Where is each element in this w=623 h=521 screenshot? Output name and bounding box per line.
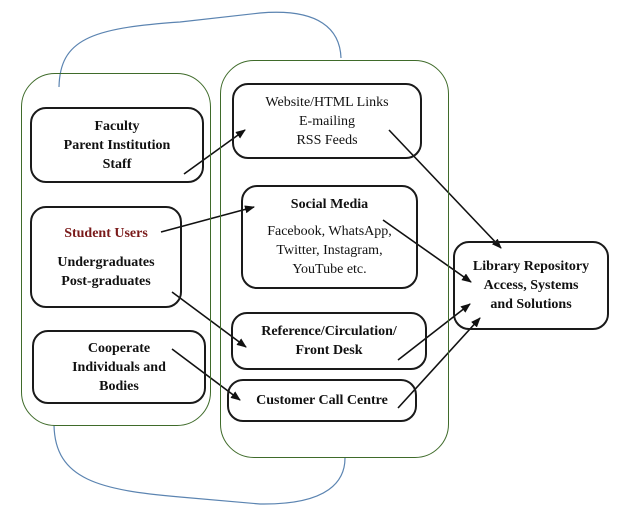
reference-desk-box: Reference/Circulation/ Front Desk <box>231 312 427 370</box>
web-channels-box: Website/HTML Links E-mailing RSS Feeds <box>232 83 422 159</box>
library-repository-line: Library Repository <box>472 259 590 274</box>
bottom-link-curve <box>53 424 346 505</box>
channels-group-container <box>220 60 449 458</box>
social-media-box: Social Media Facebook, WhatsApp, Twitter… <box>241 185 418 289</box>
faculty-box: Faculty Parent Institution Staff <box>30 107 204 183</box>
arrow-students-to-reference <box>171 291 247 348</box>
social-media-heading: Social Media <box>290 197 369 212</box>
arrow-students-to-social <box>160 205 255 233</box>
top-link-curve <box>58 11 342 88</box>
social-media-line: YouTube etc. <box>292 262 367 277</box>
social-media-line: Facebook, WhatsApp, <box>267 224 392 239</box>
reference-desk-line: Reference/Circulation/ <box>261 324 397 339</box>
faculty-line: Staff <box>102 156 132 172</box>
arrow-faculty-to-web <box>183 129 246 175</box>
student-users-line: Undergraduates <box>57 254 155 270</box>
web-channel-line: RSS Feeds <box>296 132 358 148</box>
library-repository-line: and Solutions <box>490 297 572 312</box>
reference-desk-line: Front Desk <box>295 343 363 358</box>
student-users-box: Student Users Undergraduates Post-gradua… <box>30 206 182 308</box>
users-group-container <box>21 73 211 426</box>
arrow-social-to-target <box>382 219 472 283</box>
corporate-line: Bodies <box>99 378 139 394</box>
web-channel-line: E-mailing <box>299 113 355 129</box>
corporate-line: Individuals and <box>72 359 166 375</box>
library-repository-line: Access, Systems <box>483 278 579 293</box>
call-centre-box: Customer Call Centre <box>227 379 417 422</box>
faculty-line: Faculty <box>94 118 140 134</box>
corporate-box: Cooperate Individuals and Bodies <box>32 330 206 404</box>
call-centre-line: Customer Call Centre <box>256 393 388 408</box>
arrow-reference-to-target <box>397 303 471 361</box>
student-users-line: Post-graduates <box>61 273 151 289</box>
student-users-heading: Student Users <box>64 225 148 241</box>
social-media-line: Twitter, Instagram, <box>276 243 383 258</box>
library-repository-box: Library Repository Access, Systems and S… <box>453 241 609 330</box>
corporate-line: Cooperate <box>87 340 151 356</box>
web-channel-line: Website/HTML Links <box>265 94 389 110</box>
faculty-line: Parent Institution <box>63 137 171 153</box>
